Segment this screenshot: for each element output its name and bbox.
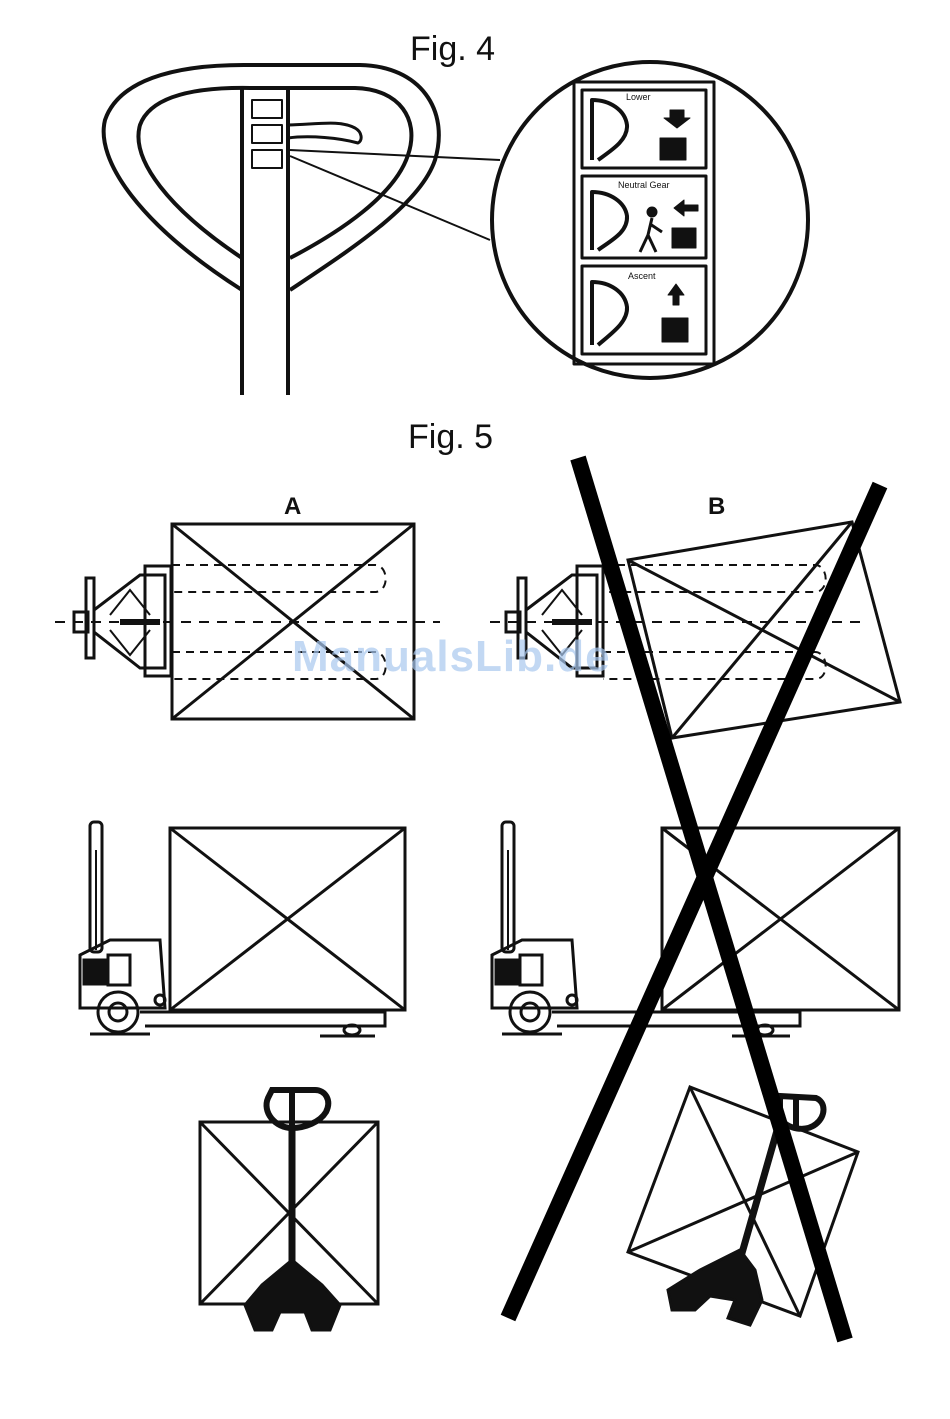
- panel-a-top-view: [55, 524, 440, 719]
- panel-a-rear-view: [200, 1090, 378, 1330]
- prohibition-cross-icon: [508, 458, 880, 1340]
- panel-b-top-view: [490, 522, 900, 738]
- panel-a-side-view: [80, 822, 405, 1036]
- watermark: ManualsLib.de: [292, 632, 611, 682]
